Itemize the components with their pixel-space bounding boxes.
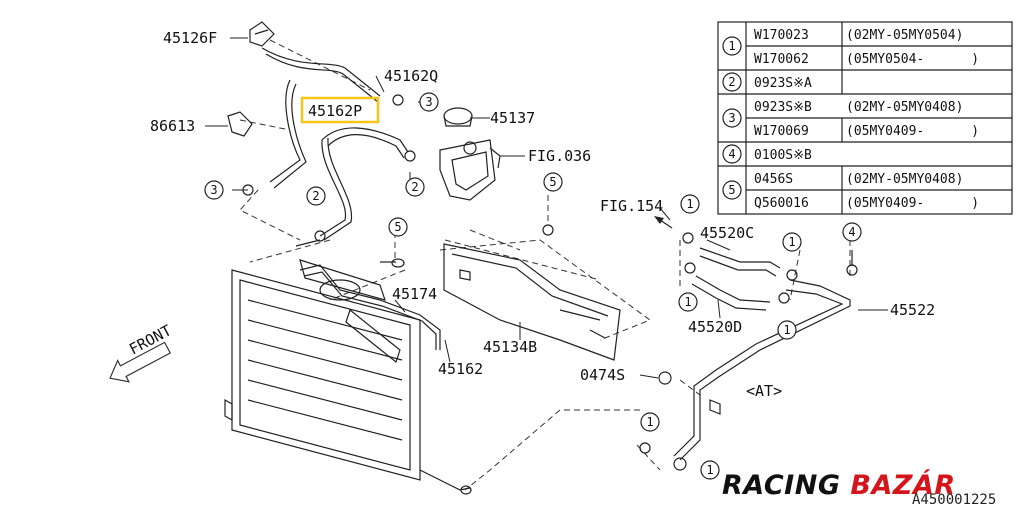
table-part-1: W170062 bbox=[754, 52, 809, 67]
watermark-word-racing: RACING bbox=[722, 470, 841, 501]
callout-1: 1 bbox=[684, 295, 691, 309]
callout-2: 2 bbox=[312, 189, 319, 203]
table-part-2: 0923S※A bbox=[754, 76, 812, 91]
callout-markers bbox=[204, 92, 862, 480]
part-label-45126F: 45126F bbox=[163, 29, 217, 47]
part-label-45522: 45522 bbox=[890, 301, 935, 319]
callout-3: 3 bbox=[425, 95, 432, 109]
part-label-45134B: 45134B bbox=[483, 338, 537, 356]
radiator bbox=[224, 259, 472, 495]
at-label: <AT> bbox=[746, 382, 782, 400]
callout-1: 1 bbox=[783, 323, 790, 337]
part-label-45520C: 45520C bbox=[700, 224, 754, 242]
callout-1: 1 bbox=[646, 415, 653, 429]
bracket-45134B bbox=[443, 243, 621, 361]
table-part-3: 0923S※B bbox=[754, 100, 812, 115]
table-part-0: W170023 bbox=[754, 28, 809, 43]
part-label-0474S: 0474S bbox=[580, 366, 625, 384]
callout-3: 3 bbox=[210, 183, 217, 197]
table-ref-3: 3 bbox=[728, 111, 735, 125]
part-label-86613: 86613 bbox=[150, 117, 195, 135]
table-range-1: (05MY0504- ) bbox=[846, 52, 979, 67]
parts-reference-table: 1 2 3 4 5 W170023 W170062 0923S※A 0923S※… bbox=[717, 21, 1013, 215]
callout-2: 2 bbox=[411, 180, 418, 194]
reservoir-tank bbox=[439, 107, 501, 201]
callout-1: 1 bbox=[706, 463, 713, 477]
table-ref-4: 4 bbox=[728, 147, 735, 161]
part-label-45162Q: 45162Q bbox=[384, 67, 438, 85]
part-label-45520D: 45520D bbox=[688, 318, 742, 336]
part-label-45162P: 45162P bbox=[308, 102, 362, 120]
part-label-45162: 45162 bbox=[438, 360, 483, 378]
callout-5: 5 bbox=[394, 220, 401, 234]
diagram-code: A450001225 bbox=[912, 492, 997, 508]
callout-4: 4 bbox=[848, 225, 855, 239]
table-range-6: (02MY-05MY0408) bbox=[846, 172, 963, 187]
dashed-leaders bbox=[239, 39, 851, 491]
fig154-arrow bbox=[654, 216, 673, 229]
racing-bazar-watermark: RACING BAZÁR bbox=[722, 470, 956, 501]
front-arrow: FRONT bbox=[109, 321, 174, 383]
part-label-45174: 45174 bbox=[392, 285, 437, 303]
upper-hoses bbox=[261, 47, 409, 241]
fig-ref-036: FIG.036 bbox=[528, 147, 591, 165]
table-part-5: 0100S※B bbox=[754, 148, 812, 163]
watermark-word-bazar: BAZÁR bbox=[850, 470, 956, 501]
front-label: FRONT bbox=[126, 321, 174, 358]
table-range-0: (02MY-05MY0504) bbox=[846, 28, 963, 43]
table-range-7: (05MY0409- ) bbox=[846, 196, 979, 211]
at-cooler-lines bbox=[639, 232, 858, 471]
table-part-4: W170069 bbox=[754, 124, 809, 139]
callout-5: 5 bbox=[549, 175, 556, 189]
callout-numbers: 3 2 3 2 5 5 1 1 4 1 1 1 1 bbox=[210, 95, 855, 477]
table-range-3: (02MY-05MY0408) bbox=[846, 100, 963, 115]
highlight-box bbox=[300, 96, 380, 124]
table-ref-1: 1 bbox=[728, 39, 735, 53]
center-pipes bbox=[295, 239, 441, 350]
fig-ref-154: FIG.154 bbox=[600, 197, 663, 215]
table-part-7: Q560016 bbox=[754, 196, 809, 211]
table-range-4: (05MY0409- ) bbox=[846, 124, 979, 139]
table-ref-2: 2 bbox=[728, 75, 735, 89]
callout-1: 1 bbox=[686, 197, 693, 211]
table-ref-5: 5 bbox=[728, 183, 735, 197]
callout-1: 1 bbox=[788, 235, 795, 249]
part-label-45137: 45137 bbox=[490, 109, 535, 127]
clamps bbox=[227, 21, 672, 385]
table-part-6: 0456S bbox=[754, 172, 793, 187]
